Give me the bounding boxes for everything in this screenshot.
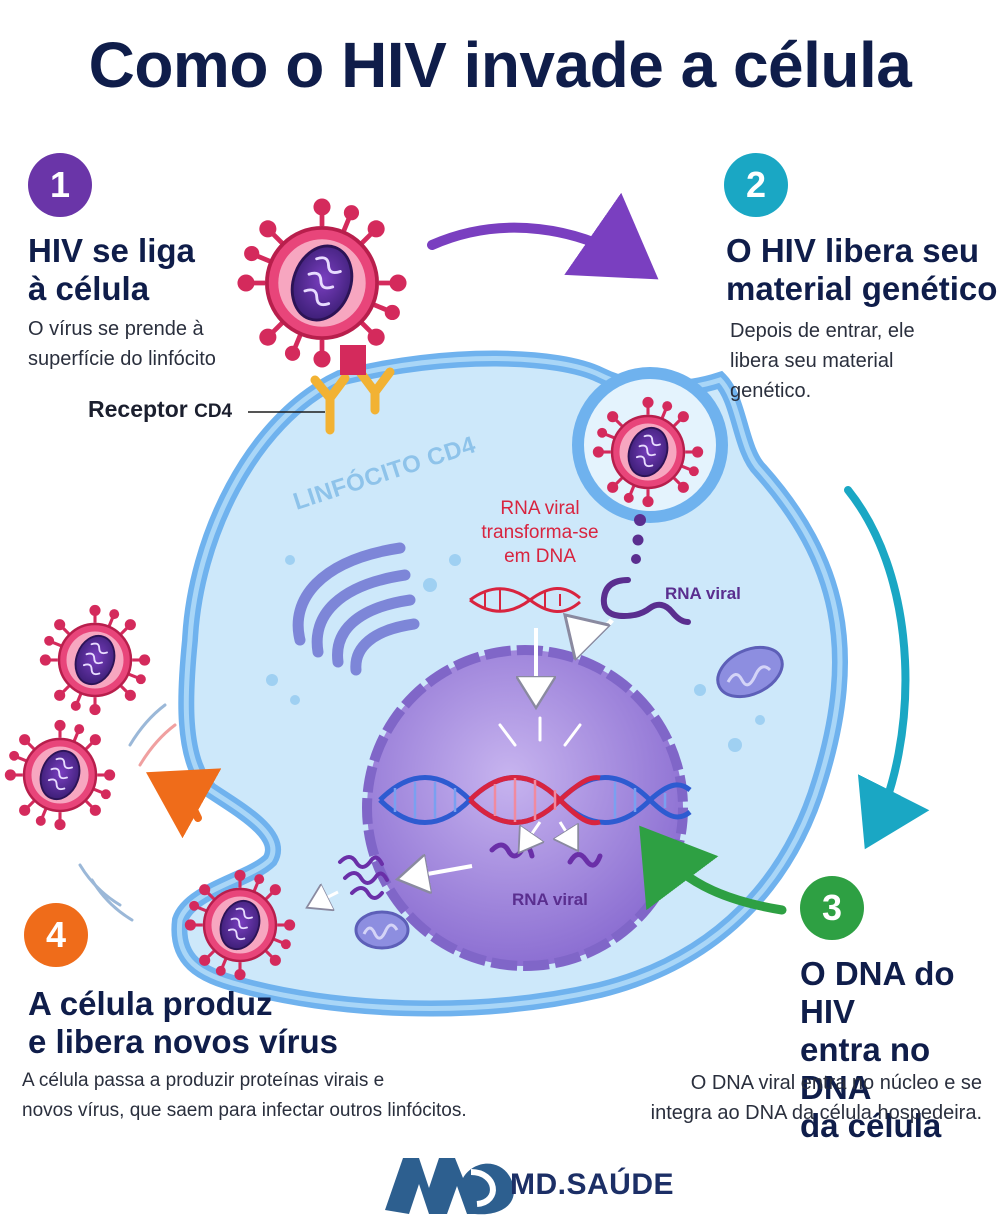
arrow-step1-to-step2 <box>427 192 659 280</box>
step-1-badge: 1 <box>28 153 92 217</box>
nucleus <box>362 645 688 971</box>
cytoplasm-dots <box>266 554 765 752</box>
mitochondrion-right <box>716 645 784 699</box>
arrow-nucleus-to-rna <box>405 866 473 878</box>
released-virus-2 <box>3 718 117 832</box>
golgi-apparatus <box>292 542 420 676</box>
step-4-text: A célula passa a produzir proteínas vira… <box>22 1070 467 1121</box>
mitochondrion-bottom <box>354 910 410 950</box>
integration-sparks <box>498 716 582 747</box>
step-3-text: O DNA viral entra no núcleo e se integra… <box>650 1072 982 1124</box>
budding-virus <box>183 868 297 982</box>
step-2-badge: 2 <box>724 153 788 217</box>
arrow-rna-to-dna <box>572 620 614 632</box>
motion-lines <box>78 703 177 922</box>
step-2-heading: O HIV libera seu material genético <box>726 232 998 307</box>
attaching-virus <box>237 198 406 375</box>
brand-name: MD.SAÚDE <box>510 1168 675 1201</box>
step-1-heading: HIV se liga à célula <box>28 232 195 307</box>
arrow-step3-to-nucleus <box>639 825 787 915</box>
step-2-text: Depois de entrar, ele libera seu materia… <box>730 320 915 402</box>
receptor-label: Receptor CD4 <box>88 396 233 422</box>
step-3-badge: 3 <box>800 876 864 940</box>
arrow-step4-release <box>146 768 222 839</box>
step-3-heading: O DNA do HIV entra no DNA da célula <box>800 955 955 1144</box>
arrow-step2-to-step3 <box>844 486 930 850</box>
release-dots <box>631 514 646 564</box>
arrow-rna-to-bud <box>312 892 339 905</box>
host-dna-helix <box>378 775 692 826</box>
rna-viral-label-top: RNA viral <box>665 584 741 603</box>
released-virus-1 <box>38 603 152 717</box>
page-title: Como o HIV invade a célula <box>88 29 912 101</box>
viral-dna-fragment <box>469 587 581 613</box>
cd4-receptor <box>310 367 395 435</box>
rna-viral-label-bottom: RNA viral <box>512 890 588 909</box>
step-4-heading: A célula produz e libera novos vírus <box>28 985 338 1060</box>
step-4-badge: 4 <box>24 903 88 967</box>
viral-rna-strand <box>600 577 691 625</box>
step-1-text: O vírus se prende à superfície do linfóc… <box>28 318 216 370</box>
virus-in-vesicle <box>591 395 705 509</box>
brand-logo <box>385 1158 514 1215</box>
rna-to-bud <box>338 855 389 900</box>
rna-transform-label: RNA viral transforma-se em DNA <box>481 498 599 567</box>
